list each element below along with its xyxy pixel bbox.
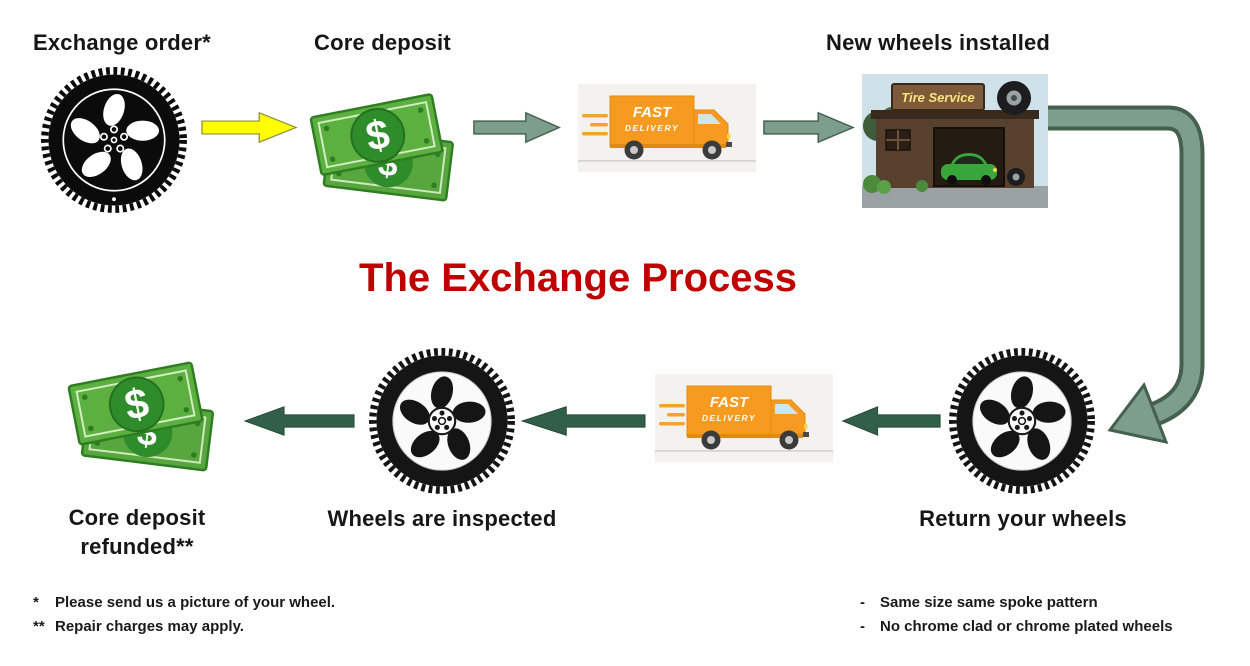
- wheels-inspected-label: Wheels are inspected: [327, 506, 557, 531]
- green-right-arrow-icon: [473, 111, 561, 144]
- footnotes-right: - Same size same spoke pattern - No chro…: [860, 594, 1240, 642]
- footnote-text: No chrome clad or chrome plated wheels: [880, 618, 1173, 635]
- dark-green-left-arrow-icon: [520, 405, 646, 437]
- black-wheel-icon: [40, 66, 188, 214]
- return-your-wheels-label: Return your wheels: [919, 506, 1127, 531]
- footnote-marker: **: [33, 618, 45, 635]
- curved-down-arrow-icon: [1040, 96, 1250, 452]
- yellow-right-arrow-icon: [201, 111, 298, 144]
- footnote-text: Please send us a picture of your wheel.: [55, 594, 336, 611]
- delivery-truck-icon: FAST DELIVERY: [578, 84, 756, 172]
- delivery-truck-icon: FAST DELIVERY: [655, 374, 833, 462]
- truck-text-fast: FAST: [710, 394, 750, 411]
- exchange-order-label: Exchange order*: [33, 30, 211, 55]
- footnote-marker: -: [860, 618, 865, 635]
- core-deposit-money-icon: $ $: [291, 74, 471, 206]
- footnote-text: Same size same spoke pattern: [880, 594, 1098, 611]
- return-wheel-icon: [948, 347, 1096, 495]
- footnote-marker: *: [33, 594, 39, 611]
- truck-text-delivery: DELIVERY: [625, 123, 679, 133]
- page-title: The Exchange Process: [359, 256, 797, 300]
- refund-money-icon: $ $: [50, 342, 230, 476]
- footnote-spoke-pattern: - Same size same spoke pattern: [860, 594, 1240, 611]
- footnote-text: Repair charges may apply.: [55, 618, 244, 635]
- tire-shop-icon: Tire Service: [862, 74, 1048, 208]
- footnote-no-chrome: - No chrome clad or chrome plated wheels: [860, 618, 1240, 635]
- dark-green-left-arrow-icon: [243, 405, 355, 437]
- footnote-picture: * Please send us a picture of your wheel…: [33, 594, 453, 611]
- footnotes-left: * Please send us a picture of your wheel…: [33, 594, 453, 642]
- tire-shop-sign-text: Tire Service: [901, 90, 974, 105]
- footnote-marker: -: [860, 594, 865, 611]
- inspected-wheel-icon: [368, 347, 516, 495]
- core-deposit-label: Core deposit: [314, 30, 451, 55]
- truck-text-fast: FAST: [633, 104, 673, 121]
- dark-green-left-arrow-icon: [841, 405, 941, 437]
- new-wheels-installed-label: New wheels installed: [826, 30, 1051, 55]
- truck-text-delivery: DELIVERY: [702, 413, 756, 423]
- green-right-arrow-icon: [763, 111, 855, 144]
- core-deposit-refunded-label: Core deposit refunded**: [68, 505, 206, 559]
- footnote-repair: ** Repair charges may apply.: [33, 618, 453, 635]
